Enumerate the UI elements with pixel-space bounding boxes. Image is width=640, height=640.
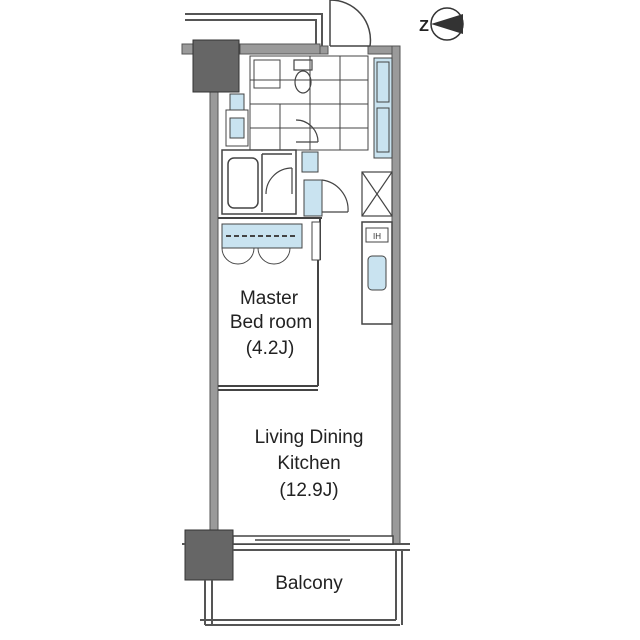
storage-box	[303, 179, 323, 217]
stove-label: IH	[373, 232, 381, 241]
ldk-label-line2: Kitchen	[277, 453, 340, 474]
entry-tiles	[249, 55, 369, 151]
entrance-door[interactable]	[329, 0, 372, 47]
ldk-label: Living Dining	[255, 427, 364, 448]
shoe-cabinet	[373, 57, 393, 159]
balcony-window	[232, 535, 394, 545]
balcony-label: Balcony	[275, 573, 343, 594]
bedroom-closet	[221, 223, 303, 249]
corridor-outline	[185, 13, 323, 46]
compass-letter: Z	[419, 18, 429, 35]
bathroom	[221, 149, 297, 215]
vanity-icon	[225, 93, 249, 147]
north-arrow-icon: Z	[419, 7, 464, 41]
washroom-door[interactable]	[295, 119, 319, 143]
hallway-door[interactable]	[321, 179, 349, 213]
column-bottom-left	[184, 529, 234, 581]
toilet-cabinet	[253, 59, 281, 89]
master-bedroom-label-line2: Bed room	[230, 312, 312, 333]
bathroom-door[interactable]	[265, 167, 293, 195]
kitchen-counter	[361, 221, 393, 325]
closet-doors[interactable]	[221, 247, 291, 265]
bedroom-sliding-door[interactable]	[311, 221, 321, 261]
master-bedroom-size: (4.2J)	[246, 338, 295, 359]
column-top-left	[192, 39, 240, 93]
pipe-shaft	[361, 171, 393, 217]
ldk-size: (12.9J)	[279, 480, 338, 501]
master-bedroom-label: Master	[240, 288, 299, 309]
toilet-icon	[293, 59, 313, 94]
storage-box	[301, 151, 319, 173]
